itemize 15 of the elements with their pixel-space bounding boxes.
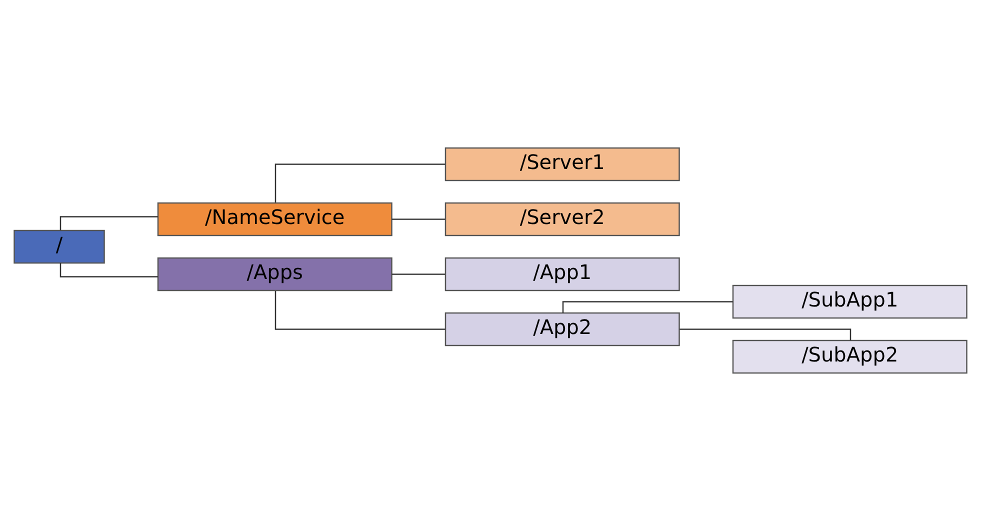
node-box: /App2 [444, 312, 680, 346]
node-box: /SubApp1 [732, 284, 968, 318]
node-box: /Apps [157, 256, 392, 291]
connector [392, 273, 446, 274]
connector [392, 218, 446, 220]
node-box: /App1 [444, 256, 680, 291]
node-box: /NameService [157, 202, 392, 236]
node-box: / [14, 229, 105, 264]
connector [562, 300, 733, 312]
node-box: /Server1 [444, 146, 680, 181]
connector [680, 328, 852, 340]
node-box: /Server2 [444, 202, 680, 236]
connector [274, 163, 446, 202]
node-box: /SubApp2 [732, 339, 968, 374]
connector [274, 290, 446, 330]
